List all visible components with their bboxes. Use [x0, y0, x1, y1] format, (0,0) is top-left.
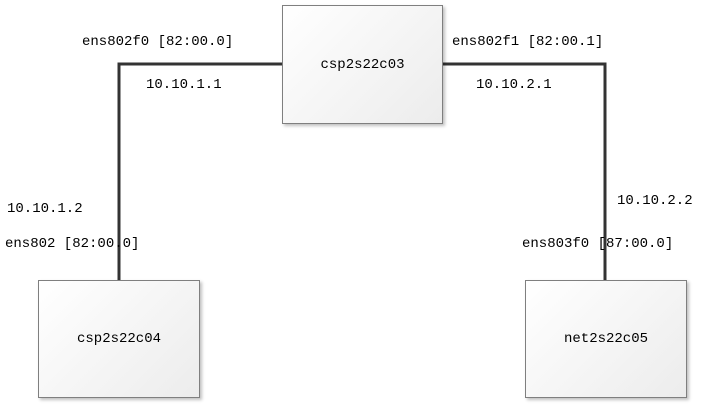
ip-label: 10.10.2.2 — [617, 193, 693, 209]
ip-label: 10.10.2.1 — [476, 77, 552, 93]
ip-label: 10.10.1.1 — [146, 77, 222, 93]
node-label: csp2s22c03 — [320, 56, 405, 73]
interface-label: ens803f0 [87:00.0] — [522, 236, 674, 252]
node-label: csp2s22c04 — [76, 331, 161, 347]
node-csp2s22c03: csp2s22c03 — [282, 5, 443, 124]
ip-label: 10.10.1.2 — [7, 201, 83, 217]
interface-label: ens802f0 [82:00.0] — [82, 34, 234, 50]
node-csp2s22c04: csp2s22c04 — [38, 280, 200, 398]
node-net2s22c05: net2s22c05 — [525, 280, 687, 398]
link-top-to-right — [443, 62, 607, 281]
node-label: net2s22c05 — [563, 331, 648, 347]
link-top-to-left — [117, 62, 282, 281]
interface-label: ens802f1 [82:00.1] — [452, 34, 604, 50]
interface-label: ens802 [82:00.0] — [5, 236, 140, 252]
